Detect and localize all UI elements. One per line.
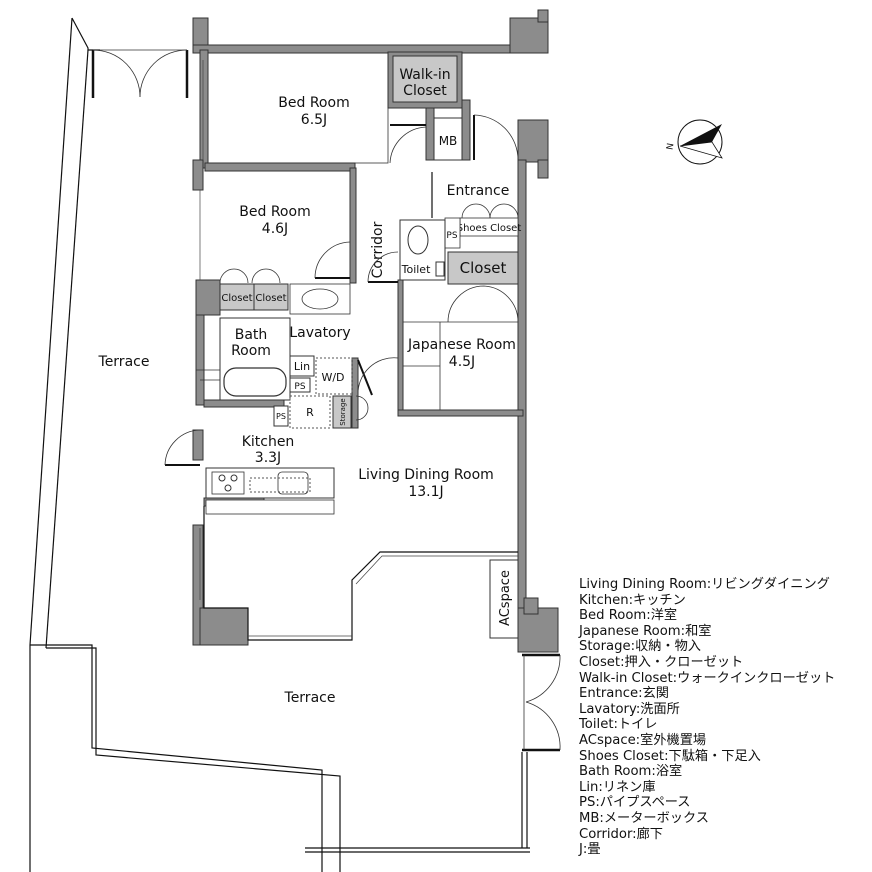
legend-item: Closet:押入・クローゼット: [579, 654, 744, 670]
legend-item: Corridor:廊下: [579, 826, 663, 842]
kitchen-name: Kitchen: [242, 434, 295, 450]
bedroom-2-name: Bed Room: [239, 204, 310, 220]
ps-kitchen-label: PS: [276, 412, 286, 421]
meter-box: MB: [433, 117, 463, 161]
legend-item: Kitchen:キッチン: [579, 592, 686, 608]
bedroom-1-size: 6.5J: [301, 112, 327, 128]
legend-item: ACspace:室外機置場: [579, 732, 707, 748]
ps-entrance-label: PS: [446, 231, 457, 241]
legend-item: Entrance:玄関: [579, 686, 669, 702]
legend: Living Dining Room:リビングダイニング Kitchen:キッチ…: [579, 577, 869, 858]
kitchen-size: 3.3J: [255, 450, 281, 466]
walk-in-closet: Walk-in Closet: [387, 51, 463, 109]
bedroom-2: Bed Room 4.6J: [199, 190, 351, 284]
bedroom-2-size: 4.6J: [262, 221, 288, 237]
legend-item: Bath Room:浴室: [579, 764, 683, 780]
ldk-name: Living Dining Room: [358, 467, 494, 483]
legend-item: Bed Room:洋室: [579, 608, 678, 624]
north-arrow-icon: N: [666, 119, 723, 165]
walk-in-closet-label-1: Walk-in: [399, 67, 450, 83]
lavatory-label: Lavatory: [289, 325, 350, 341]
r-label: R: [306, 406, 314, 419]
legend-item: Living Dining Room:リビングダイニング: [579, 577, 830, 592]
corridor-label: Corridor: [370, 221, 386, 278]
japanese-room: Japanese Room 4.5J: [357, 321, 518, 411]
bath-room-label-1: Bath: [235, 327, 268, 343]
japanese-room-name: Japanese Room: [407, 337, 516, 353]
legend-item: Lavatory:洗面所: [579, 701, 680, 717]
legend-item: PS:パイプスペース: [579, 795, 691, 811]
bedroom-1-name: Bed Room: [278, 95, 349, 111]
shoes-closet-label: Shoes Closet: [457, 223, 522, 234]
terrace-left-label: Terrace: [98, 354, 150, 370]
walk-in-closet-label-2: Closet: [403, 83, 447, 99]
storage-label: Storage: [339, 398, 347, 425]
living-dining-room: Living Dining Room 13.1J: [199, 467, 518, 641]
lavatory: Lavatory Lin PS W/D: [289, 325, 353, 395]
terrace-door-right: [522, 653, 561, 752]
kitchen: Kitchen 3.3J: [164, 429, 335, 515]
ac-space: ACspace: [489, 559, 519, 639]
corridor: Corridor: [367, 221, 399, 283]
ps-bath-label: PS: [294, 382, 305, 392]
closet-b-label: Closet: [255, 293, 286, 304]
legend-item: Toilet:トイレ: [579, 717, 658, 733]
mb-label: MB: [439, 134, 458, 148]
closet-a-label: Closet: [221, 293, 252, 304]
entrance: Entrance Shoes Closet PS: [431, 172, 522, 249]
north-label: N: [666, 142, 677, 150]
bath-room: Bath Room: [196, 317, 291, 401]
japanese-room-size: 4.5J: [449, 354, 475, 370]
terrace-door: [91, 49, 189, 98]
closet-big-label: Closet: [460, 259, 507, 277]
closet-row: Closet Closet: [219, 283, 351, 315]
toilet: Toilet: [399, 219, 446, 281]
bedroom-1: Bed Room 6.5J: [202, 52, 519, 164]
acspace-label: ACspace: [498, 570, 513, 626]
terrace-outline: [29, 17, 530, 872]
legend-item: Shoes Closet:下駄箱・下足入: [579, 748, 761, 764]
bath-room-label-2: Room: [231, 343, 271, 359]
legend-item: Storage:収納・物入: [579, 639, 701, 655]
wd-label: W/D: [321, 371, 344, 384]
toilet-label: Toilet: [401, 263, 431, 276]
legend-item: MB:メーターボックス: [579, 810, 709, 826]
lin-label: Lin: [294, 360, 310, 373]
terrace-bottom-label: Terrace: [284, 690, 336, 706]
closet-big: Closet: [447, 251, 519, 323]
entrance-label: Entrance: [447, 183, 510, 199]
walls: [192, 9, 559, 653]
utility-row: PS R Storage: [273, 395, 369, 429]
legend-item: J:畳: [579, 842, 601, 858]
legend-item: Walk-in Closet:ウォークインクローゼット: [579, 670, 836, 686]
legend-item: Lin:リネン庫: [579, 779, 656, 795]
legend-item: Japanese Room:和室: [579, 623, 712, 639]
ldk-size: 13.1J: [408, 484, 443, 500]
